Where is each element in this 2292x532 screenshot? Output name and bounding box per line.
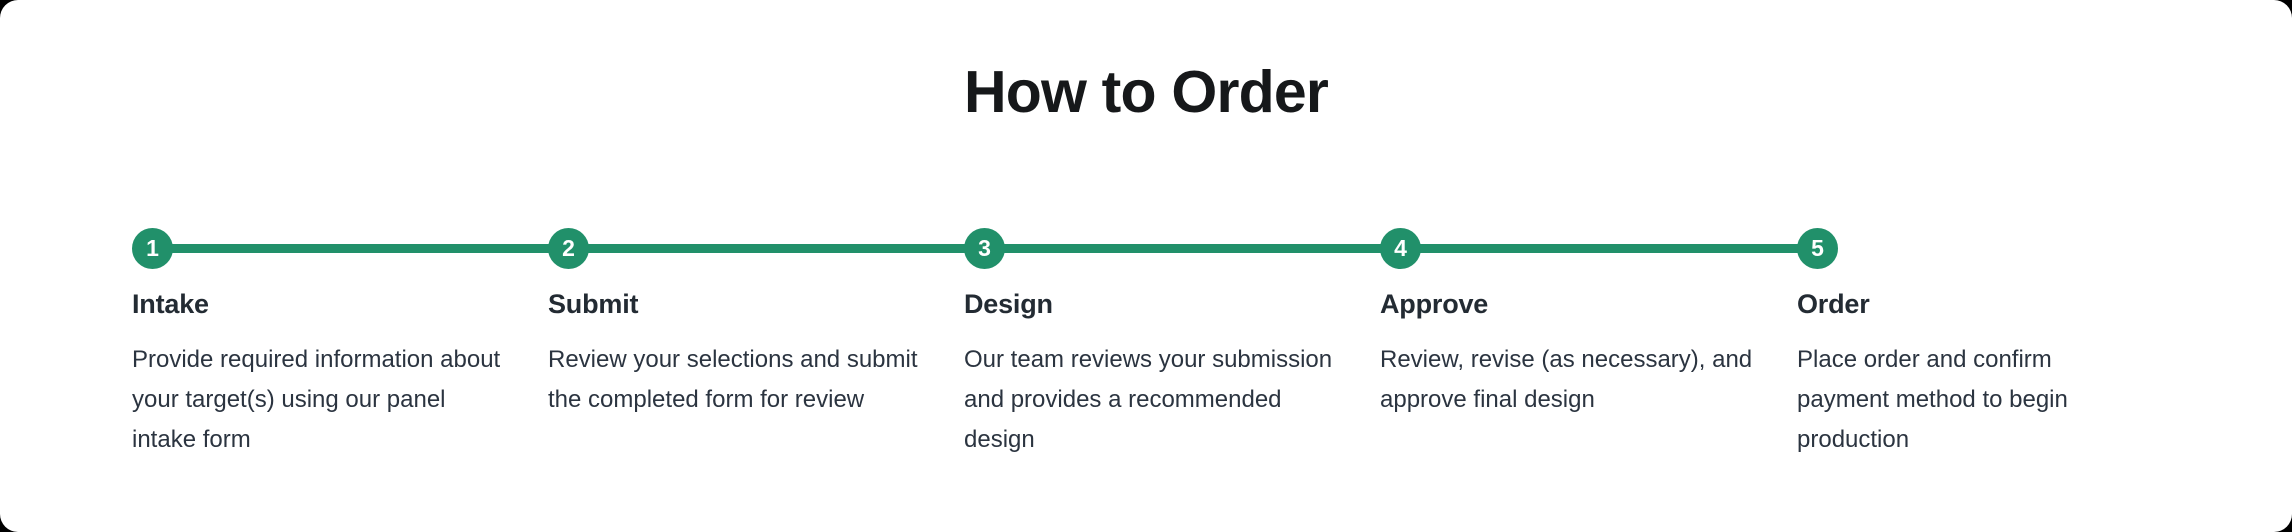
step-description-2: Review your selections and submit the co…	[548, 346, 918, 413]
step-description-1: Provide required information about your …	[132, 346, 501, 453]
step-title-5: Order	[1797, 289, 1870, 319]
step-number-badge-3: 3	[964, 228, 1005, 269]
step-description-4: Review, revise (as necessary), and appro…	[1380, 346, 1753, 413]
step-number-badge-1: 1	[132, 228, 173, 269]
step-description-5: Place order and confirm payment method t…	[1797, 346, 2068, 453]
page-title: How to Order	[963, 59, 1329, 125]
step-number-badge-4: 4	[1380, 228, 1421, 269]
step-title-4: Approve	[1380, 289, 1489, 319]
step-title-2: Submit	[548, 289, 639, 319]
step-number-badge-5: 5	[1797, 228, 1838, 269]
step-number-badge-2: 2	[548, 228, 589, 269]
step-title-1: Intake	[132, 289, 209, 319]
step-description-3: Our team reviews your submission and pro…	[964, 346, 1333, 453]
step-title-3: Design	[964, 289, 1053, 319]
